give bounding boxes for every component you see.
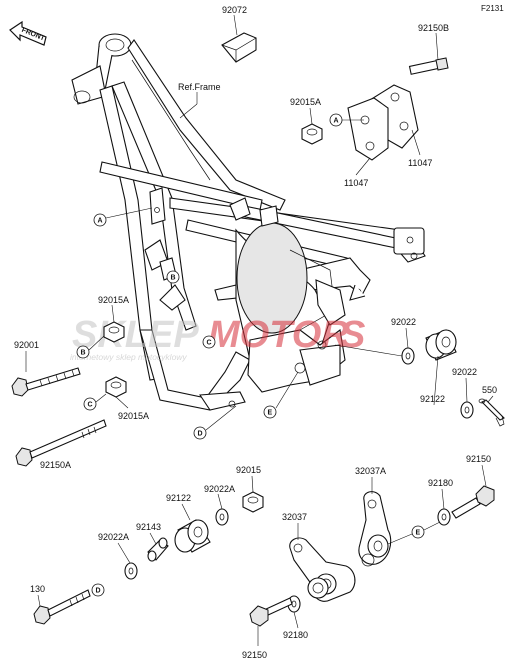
label-11047-right: 11047 xyxy=(408,158,432,168)
label-92122-right: 92122 xyxy=(420,394,445,404)
label-92072: 92072 xyxy=(222,5,247,15)
svg-text:D: D xyxy=(96,588,101,595)
callout-d-frame xyxy=(193,426,207,440)
svg-text:C: C xyxy=(88,402,93,409)
callout-d-bolt xyxy=(91,583,105,597)
nut-92015-bottom xyxy=(242,491,264,513)
nut-92015A-left xyxy=(103,321,125,343)
bolt-92001 xyxy=(11,367,81,397)
label-92150A: 92150A xyxy=(40,460,71,470)
svg-text:E: E xyxy=(268,410,273,417)
pin-550 xyxy=(478,398,505,427)
label-32037A: 32037A xyxy=(355,466,386,476)
collar-92143 xyxy=(147,537,169,562)
svg-text:C: C xyxy=(207,340,212,347)
collar-92122-right xyxy=(425,329,457,361)
label-92015A-top: 92015A xyxy=(290,97,321,107)
label-92150B: 92150B xyxy=(418,23,449,33)
nut-92015A-top xyxy=(301,123,323,145)
bolt-92150B xyxy=(408,57,449,75)
clamp-92072 xyxy=(221,32,257,63)
label-92150-bottom: 92150 xyxy=(242,650,267,660)
watermark-brand-b: MOTOR xyxy=(208,314,349,356)
svg-text:D: D xyxy=(198,431,203,438)
front-arrow: FRONT xyxy=(9,20,47,46)
label-11047-left: 11047 xyxy=(344,178,368,188)
callout-a-frame xyxy=(93,213,107,227)
label-92015A-mid: 92015A xyxy=(118,411,149,421)
motorcycle-frame xyxy=(71,33,426,411)
callout-e-bolt xyxy=(411,525,425,539)
washer-92022A-left xyxy=(124,562,138,580)
svg-text:B: B xyxy=(171,275,176,282)
bolt-92150A xyxy=(15,419,107,467)
label-92122-bottom: 92122 xyxy=(166,493,191,503)
svg-text:B: B xyxy=(81,350,86,357)
label-92022-right: 92022 xyxy=(452,367,477,377)
callout-b-frame xyxy=(166,270,180,284)
label-92001: 92001 xyxy=(14,340,39,350)
bracket-11047 xyxy=(347,84,419,161)
label-92143: 92143 xyxy=(136,522,161,532)
label-130: 130 xyxy=(30,584,45,594)
svg-text:E: E xyxy=(416,530,421,537)
washer-92180-right xyxy=(437,508,451,526)
label-92150-right: 92150 xyxy=(466,454,491,464)
collar-92122-bottom xyxy=(174,519,211,553)
figure-id: F2131 xyxy=(481,4,504,13)
washer-92022-right xyxy=(460,401,474,419)
watermark-brand-a: SKLEP xyxy=(72,314,199,356)
label-92022A-left: 92022A xyxy=(98,532,129,542)
bolt-92150-bottom xyxy=(249,597,293,627)
label-550: 550 xyxy=(482,385,497,395)
nut-92015A-mid xyxy=(105,376,127,398)
callout-b-bolt xyxy=(76,345,90,359)
label-32037: 32037 xyxy=(282,512,307,522)
callout-e-frame xyxy=(263,405,277,419)
watermark-brand-c: S xyxy=(340,314,365,356)
callout-c-frame xyxy=(202,335,216,349)
watermark-tagline: internetowy sklep motocyklowy xyxy=(70,352,187,362)
washer-92022A-bottom xyxy=(215,508,229,526)
svg-text:A: A xyxy=(98,218,103,225)
svg-text:A: A xyxy=(334,118,339,125)
label-92180-right: 92180 xyxy=(428,478,453,488)
label-92022-mid: 92022 xyxy=(391,317,416,327)
label-92022A-bottom: 92022A xyxy=(204,484,235,494)
label-92180-bottom: 92180 xyxy=(283,630,308,640)
label-92015A-left: 92015A xyxy=(98,295,129,305)
callout-c-bolt xyxy=(83,397,97,411)
bolt-130 xyxy=(33,589,91,625)
link-32037A xyxy=(358,491,392,567)
label-92015-bottom: 92015 xyxy=(236,465,261,475)
washer-92022-mid xyxy=(401,347,415,365)
bolt-92150-right xyxy=(451,485,495,519)
link-32037 xyxy=(289,537,356,602)
ref-frame-label: Ref.Frame xyxy=(178,82,221,92)
